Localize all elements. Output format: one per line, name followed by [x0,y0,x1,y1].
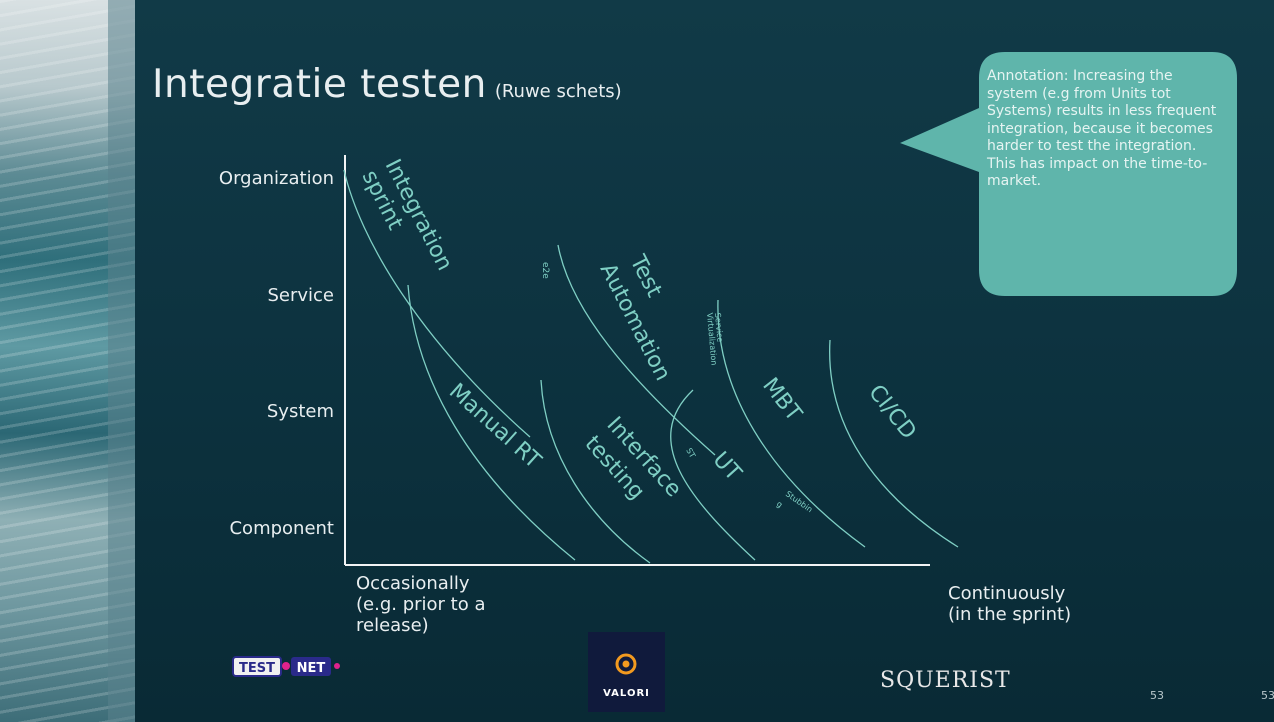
x-label-occasionally: Occasionally (e.g. prior to a release) [356,573,486,636]
callout-text: Annotation: Increasing the system (e.g f… [987,68,1217,189]
squerist-logo: SQUERIST [880,668,1011,693]
valori-logo-text: VALORI [603,688,650,699]
slide-title: Integratie testen (Ruwe schets) [152,62,622,107]
valori-logo: VALORI [588,632,665,712]
y-label-organization: Organization [218,168,334,189]
curve-manual-rt [407,284,576,561]
testnet-logo: TEST NET [232,656,340,677]
curve-test-automation [557,244,716,456]
label-cicd: CI/CD [863,380,921,444]
curve-integration-sprint [343,169,531,438]
page-number: 53 [1150,689,1164,702]
y-label-system: System [266,401,334,422]
curve-cicd [829,339,959,548]
x-label-continuously: Continuously (in the sprint) [948,583,1072,625]
curve-interface-testing [540,379,651,564]
title-subtitle: (Ruwe schets) [494,81,622,102]
testnet-logo-test: TEST [239,661,275,676]
curve-mbt [717,299,866,548]
label-stubbing-1: Stubbin [784,489,814,514]
callout-shape [900,52,1237,296]
diagram-curves [343,169,959,564]
label-stubbing-2: g [775,499,784,509]
curve-ut [670,389,756,561]
label-manual-rt: Manual RT [444,379,546,474]
label-e2e: e2e [540,262,550,279]
y-label-component: Component [229,518,334,539]
diagram-labels: Integration sprint Manual RT Test Automa… [357,155,921,514]
y-label-service: Service [267,285,334,306]
label-mbt: MBT [757,373,806,426]
page-number-repeat: 53 [1261,689,1274,702]
side-divider [108,0,135,722]
testnet-logo-net: NET [297,661,326,676]
label-st: ST [684,447,697,460]
title-main: Integratie testen [152,62,487,107]
valori-emblem-icon [615,653,637,675]
label-service-virtualization-1: Service [713,312,725,342]
